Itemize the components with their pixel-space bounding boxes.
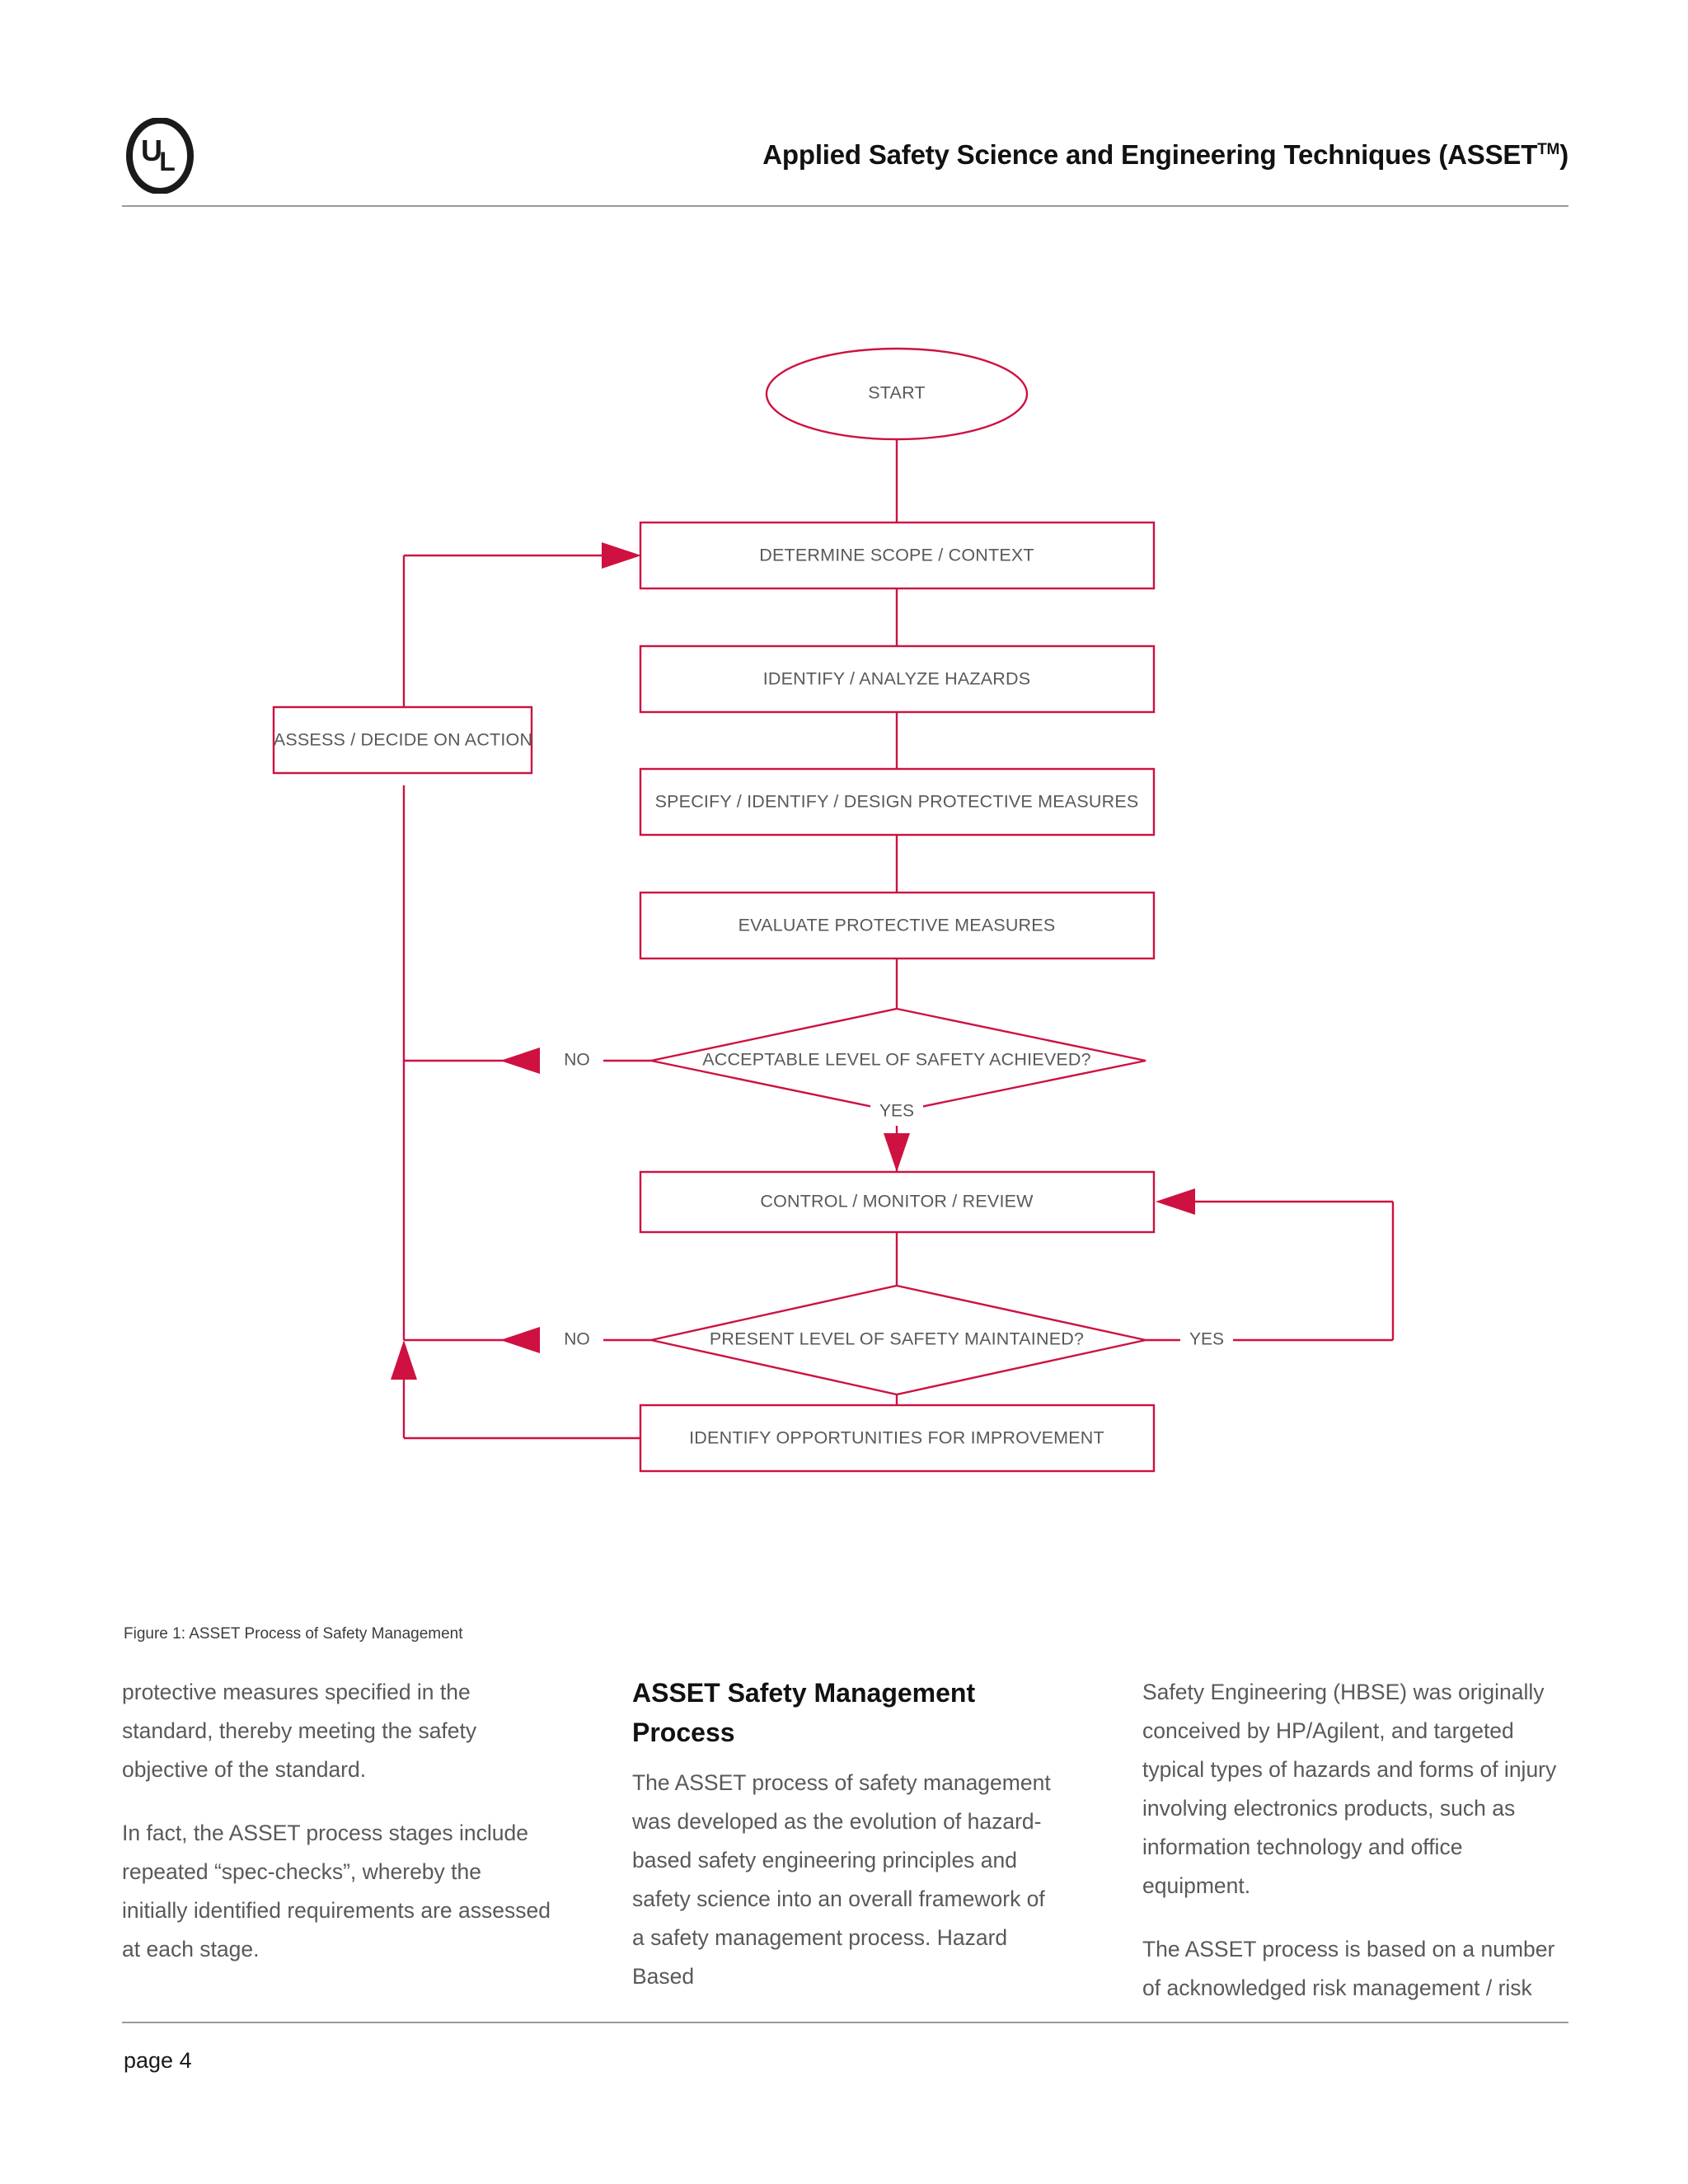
trademark-symbol: TM — [1537, 141, 1560, 158]
arrowhead-to-control — [1156, 1188, 1195, 1215]
paragraph: In fact, the ASSET process stages includ… — [122, 1821, 551, 1961]
flow-node-present-level — [650, 1284, 1146, 1396]
flow-node-identify-opportunities-label: IDENTIFY OPPORTUNITIES FOR IMPROVEMENT — [689, 1428, 1104, 1448]
page-header: U L Applied Safety Science and Engineeri… — [122, 111, 1568, 206]
arrowhead-no-2 — [500, 1327, 540, 1353]
paragraph: protective measures specified in the sta… — [122, 1680, 477, 1782]
flow-node-acceptable-level-label: ACCEPTABLE LEVEL OF SAFETY ACHIEVED? — [702, 1050, 1091, 1070]
flow-node-specify-design-label: SPECIFY / IDENTIFY / DESIGN PROTECTIVE M… — [655, 792, 1139, 812]
section-heading: ASSET Safety Management Process — [632, 1678, 976, 1747]
flow-node-present-level-label: PRESENT LEVEL OF SAFETY MAINTAINED? — [710, 1329, 1084, 1349]
asset-process-flowchart: START DETERMINE SCOPE / CONTEXT IDENTIFY… — [0, 346, 1688, 1533]
paragraph: Safety Engineering (HBSE) was originally… — [1142, 1680, 1557, 1898]
flow-node-determine-scope — [639, 521, 1156, 590]
footer-divider — [122, 2022, 1568, 2023]
column-3: Safety Engineering (HBSE) was originally… — [1142, 1673, 1572, 2032]
article-columns: protective measures specified in the sta… — [122, 1673, 1573, 2032]
branch-label-yes-2: YES — [1189, 1330, 1224, 1349]
flow-node-specify-design — [639, 767, 1156, 837]
page-number: page 4 — [124, 2048, 192, 2073]
flow-node-control-monitor — [639, 1170, 1156, 1234]
flow-node-control-monitor-label: CONTROL / MONITOR / REVIEW — [760, 1192, 1034, 1212]
flow-node-assess-decide — [272, 705, 533, 775]
paragraph: The ASSET process is based on a number o… — [1142, 1937, 1555, 2000]
arrowhead-bus-up — [391, 1340, 417, 1380]
ul-logo-icon: U L — [122, 117, 198, 194]
flow-node-evaluate-measures — [639, 891, 1156, 960]
header-title-close: ) — [1559, 139, 1568, 170]
arrowhead-no-1 — [500, 1047, 540, 1074]
paragraph: The ASSET process of safety management w… — [632, 1770, 1051, 1989]
column-1: protective measures specified in the sta… — [122, 1673, 551, 2032]
header-title-main: Applied Safety Science and Engineering T… — [762, 139, 1538, 170]
column-2: ASSET Safety Management Process The ASSE… — [632, 1673, 1062, 2032]
flow-node-identify-hazards-label: IDENTIFY / ANALYZE HAZARDS — [763, 669, 1031, 689]
flow-node-assess-decide-label: ASSESS / DECIDE ON ACTION — [274, 730, 532, 750]
header-title: Applied Safety Science and Engineering T… — [762, 139, 1568, 171]
branch-label-no-2: NO — [564, 1330, 590, 1349]
flow-node-determine-scope-label: DETERMINE SCOPE / CONTEXT — [759, 546, 1034, 565]
figure-caption: Figure 1: ASSET Process of Safety Manage… — [124, 1625, 463, 1643]
svg-text:L: L — [159, 147, 176, 176]
svg-text:U: U — [141, 134, 162, 167]
branch-label-no-1: NO — [564, 1051, 590, 1070]
flow-node-start-label: START — [868, 383, 926, 403]
flow-node-identify-opportunities — [639, 1404, 1156, 1473]
branch-label-yes-1: YES — [879, 1102, 914, 1121]
flow-node-start — [765, 347, 1029, 441]
arrowhead-yes-1 — [884, 1133, 910, 1172]
header-divider — [122, 205, 1568, 207]
arrowhead-to-determine-scope — [602, 542, 641, 569]
flow-node-identify-hazards — [639, 644, 1156, 714]
flow-node-evaluate-measures-label: EVALUATE PROTECTIVE MEASURES — [738, 916, 1056, 935]
